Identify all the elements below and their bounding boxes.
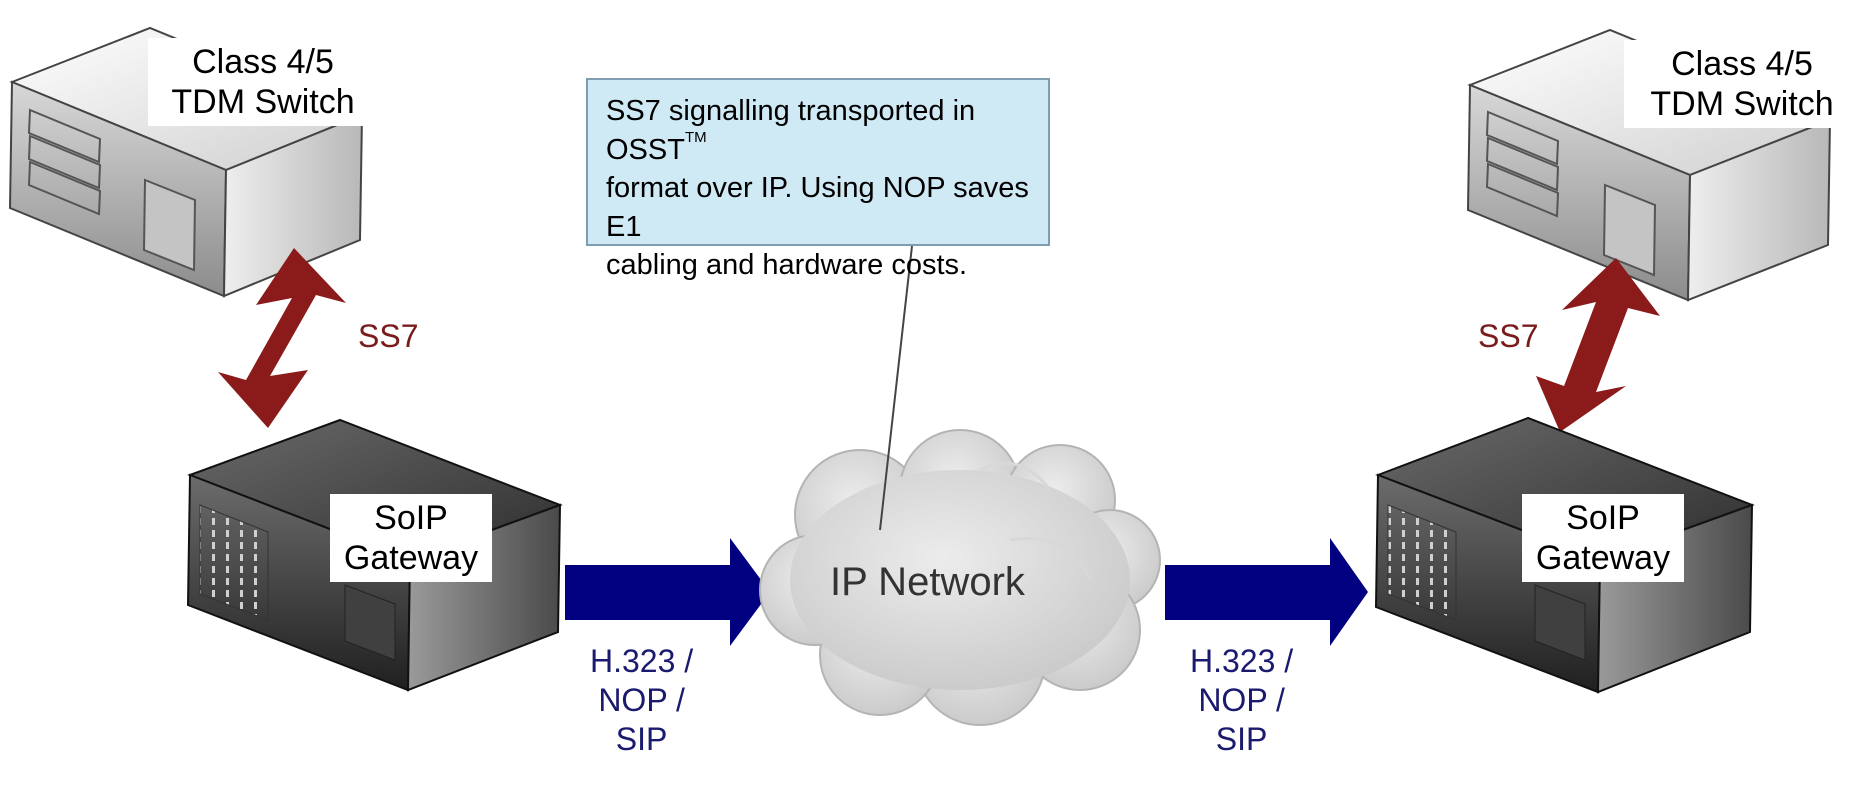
callout-line1: SS7 signalling transported in OSSTTM [606,92,1030,169]
callout-pointer-line [879,245,913,531]
switch-right-label-line2: TDM Switch [1650,85,1834,124]
ip-network-cloud-icon [759,429,1161,726]
tdm-switch-left-icon [8,26,365,298]
gateway-left-label: SoIP Gateway [330,494,492,583]
protocols-left-line3: SIP [615,721,668,758]
gateway-right-label-line1: SoIP [1566,499,1640,537]
ip-network-label: IP Network [830,560,1025,604]
callout-line3: cabling and hardware costs. [606,249,968,282]
ss7-arrow-right [1536,258,1660,432]
protocols-right-line1: H.323 / [1190,643,1294,679]
switch-right-label: Class 4/5 TDM Switch [1624,40,1860,129]
callout-line2: format over IP. Using NOP saves E1 [606,172,1029,243]
gateway-left-label-line1: SoIP [374,499,448,537]
protocols-left-line1: H.323 / [590,643,694,679]
ss7-right-label: SS7 [1470,316,1547,357]
ip-arrow-right [1165,538,1368,646]
trademark-superscript: TM [684,128,707,146]
gateway-right-label: SoIP Gateway [1522,494,1684,583]
switch-left-label: Class 4/5 TDM Switch [148,38,378,127]
ip-arrow-left [565,538,770,646]
protocols-right-line2: NOP / [1198,682,1285,719]
protocols-left-line2: NOP / [598,682,685,719]
switch-left-label-line1: Class 4/5 [192,43,334,81]
ss7-left-label: SS7 [350,316,427,357]
ss7-arrow-left [218,248,346,428]
protocols-right-line3: SIP [1215,721,1268,758]
gateway-left-label-line2: Gateway [343,539,479,578]
callout-line1-text: SS7 signalling transported in OSST [606,95,976,166]
protocols-left-label: H.323 / NOP / SIP [582,640,702,762]
protocols-right-label: H.323 / NOP / SIP [1182,640,1302,762]
gateway-right-label-line2: Gateway [1535,539,1671,578]
switch-left-label-line2: TDM Switch [171,83,355,122]
switch-right-label-line1: Class 4/5 [1671,45,1813,83]
callout-box: SS7 signalling transported in OSSTTM for… [586,78,1050,281]
